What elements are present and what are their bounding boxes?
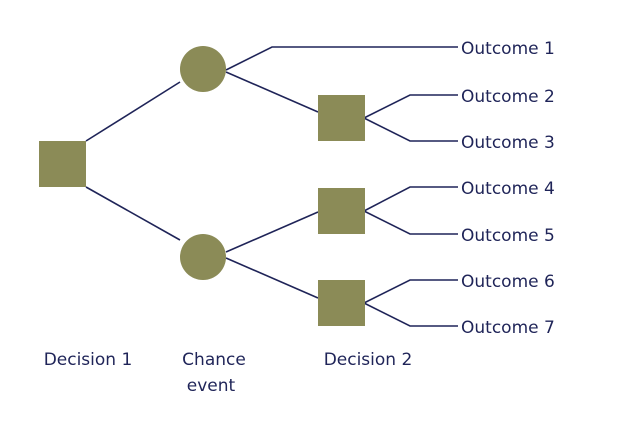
edge-decision2-c-to-outcome-7 bbox=[363, 302, 458, 327]
chance-node-top bbox=[180, 46, 226, 92]
decision-node-2b bbox=[318, 188, 365, 234]
edge-decision2-c-to-outcome-6 bbox=[363, 279, 458, 304]
outcome-label-1: Outcome 1 bbox=[461, 39, 555, 59]
edge-chance-bottom-to-decision2-c bbox=[225, 257, 319, 299]
column-label-chance-line-1: Chance bbox=[182, 350, 246, 370]
outcome-label-2: Outcome 2 bbox=[461, 87, 555, 107]
decision-node-root bbox=[39, 141, 86, 187]
edge-root-to-chance-top bbox=[85, 81, 181, 142]
edge-decision2-a-to-outcome-3 bbox=[363, 117, 458, 142]
edge-root-to-chance-bottom bbox=[85, 186, 181, 241]
tree-edges bbox=[85, 46, 458, 327]
outcome-label-7: Outcome 7 bbox=[461, 318, 555, 338]
column-label-decision-1: Decision 1 bbox=[44, 350, 133, 370]
outcome-label-6: Outcome 6 bbox=[461, 272, 555, 292]
outcome-label-3: Outcome 3 bbox=[461, 133, 555, 153]
outcome-labels: Outcome 1 Outcome 2 Outcome 3 Outcome 4 … bbox=[461, 39, 555, 338]
column-labels: Decision 1 Chance event Decision 2 bbox=[44, 350, 413, 396]
edge-decision2-a-to-outcome-2 bbox=[363, 94, 458, 119]
column-label-chance-line-2: event bbox=[187, 376, 236, 396]
edge-chance-bottom-to-decision2-b bbox=[225, 211, 319, 253]
edge-decision2-b-to-outcome-4 bbox=[363, 186, 458, 212]
tree-nodes bbox=[39, 46, 365, 326]
chance-node-bottom bbox=[180, 234, 226, 280]
edge-chance-top-to-decision2-a bbox=[225, 71, 319, 113]
outcome-label-4: Outcome 4 bbox=[461, 179, 555, 199]
decision-node-2a bbox=[318, 95, 365, 141]
outcome-label-5: Outcome 5 bbox=[461, 226, 555, 246]
edge-decision2-b-to-outcome-5 bbox=[363, 210, 458, 235]
column-label-decision-2: Decision 2 bbox=[324, 350, 413, 370]
edge-chance-top-to-outcome-1 bbox=[225, 46, 458, 71]
decision-node-2c bbox=[318, 280, 365, 326]
